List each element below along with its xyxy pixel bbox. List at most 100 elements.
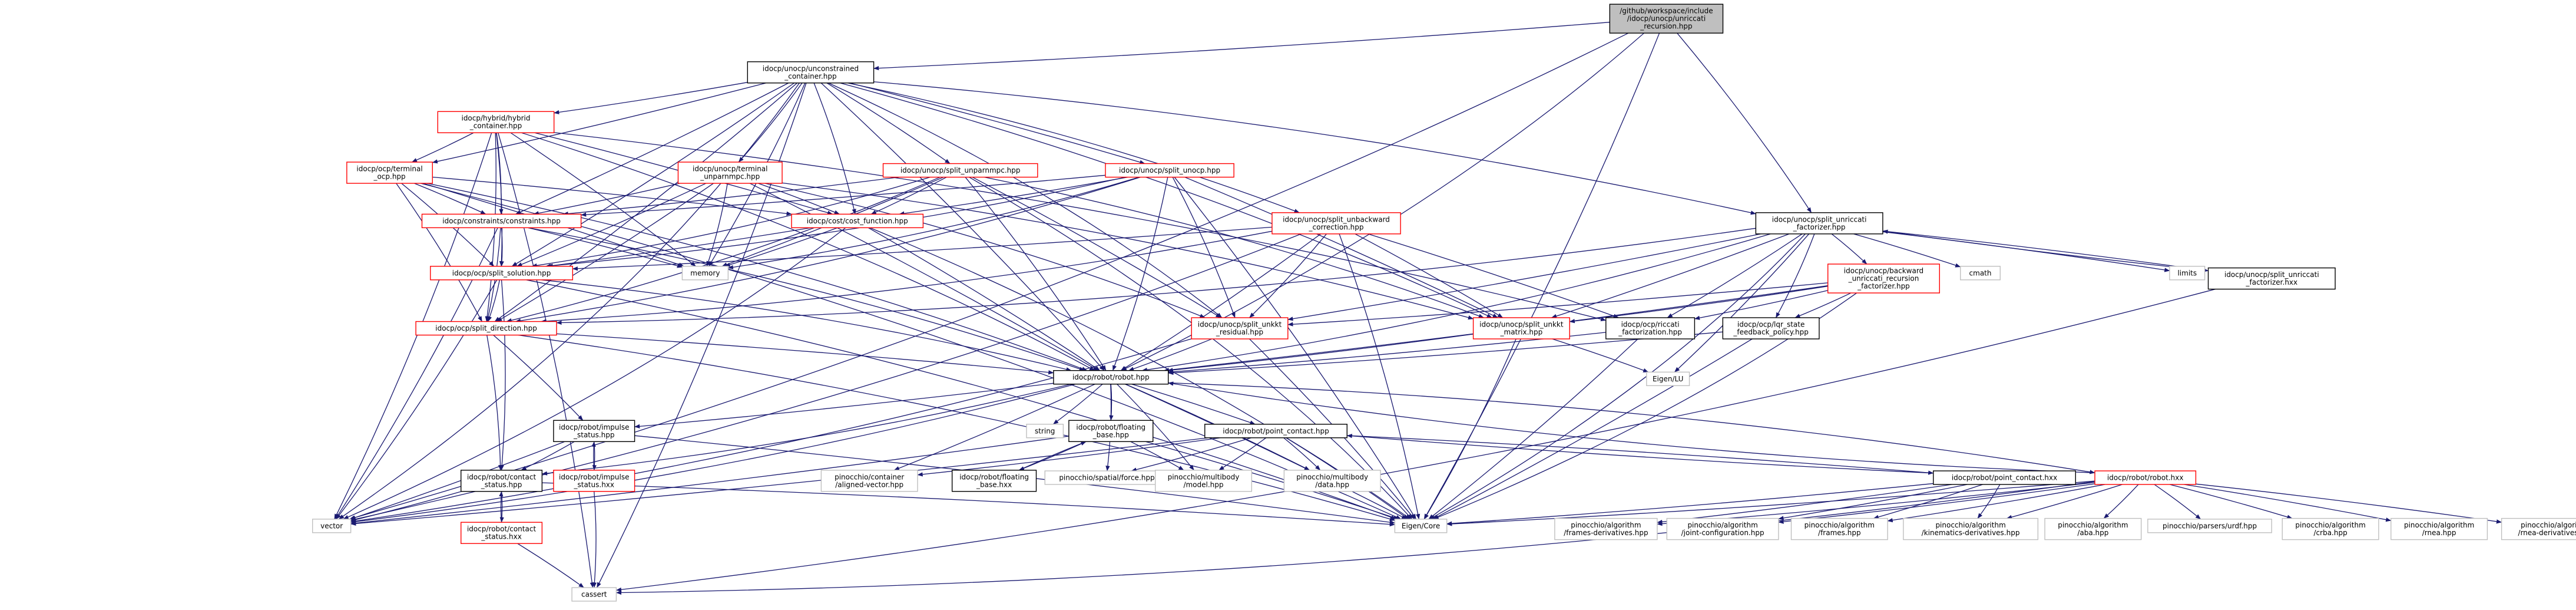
file-node[interactable]: idocp/ocp/terminal_ocp.hpp: [346, 161, 433, 184]
file-node: pinocchio/algorithm/rnea.hpp: [2390, 517, 2488, 540]
node-box: [1605, 317, 1696, 339]
node-label-line: pinocchio/multibody: [1168, 473, 1240, 481]
include-edge: [496, 133, 504, 215]
file-node[interactable]: idocp/robot/robot.hxx: [2094, 470, 2197, 485]
node-label-line: Eigen/LU: [1653, 375, 1683, 383]
include-edge: [432, 83, 767, 164]
file-node[interactable]: idocp/unocp/split_unriccati_factorizer.h…: [1755, 212, 1883, 235]
include-edge: [1141, 233, 1771, 372]
file-node[interactable]: idocp/ocp/lqr_state_feedback_policy.hpp: [1722, 317, 1820, 339]
include-edge: [542, 482, 1395, 527]
node-box: [312, 519, 352, 533]
node-box: [461, 522, 543, 544]
file-node[interactable]: idocp/robot/impulse_status.hpp: [553, 420, 635, 442]
file-node[interactable]: idocp/unocp/split_unbackward_correction.…: [1272, 212, 1401, 235]
include-edge: [528, 227, 683, 268]
include-edge: [1977, 484, 2001, 519]
file-node[interactable]: /github/workspace/include/idocp/unocp/un…: [1609, 4, 1724, 34]
include-edge: [764, 183, 1206, 318]
file-node[interactable]: idocp/unocp/terminal_unparnmpc.hpp: [677, 161, 783, 184]
include-edge: [1423, 338, 1517, 520]
include-edge: [738, 83, 803, 163]
include-edge: [1174, 177, 1416, 520]
file-nodes: /github/workspace/include/idocp/unocp/un…: [312, 4, 2576, 602]
include-edge: [554, 82, 748, 115]
file-node[interactable]: idocp/robot/floating_base.hxx: [951, 470, 1037, 492]
include-edge: [1145, 441, 1399, 520]
node-box: [1554, 517, 1658, 540]
file-node: pinocchio/algorithm/aba.hpp: [2044, 517, 2142, 540]
include-edge: [813, 83, 856, 215]
file-node[interactable]: idocp/unocp/split_unocp.hpp: [1105, 163, 1234, 178]
file-node: string: [1026, 424, 1064, 438]
include-edge: [493, 335, 584, 421]
node-box: [1394, 519, 1448, 533]
file-node[interactable]: idocp/ocp/riccati_factorization.hpp: [1605, 317, 1696, 339]
file-node[interactable]: idocp/cost/cost_function.hpp: [791, 213, 924, 229]
node-label-line: idocp/hybrid/hybrid: [461, 114, 530, 123]
node-box: [1053, 370, 1169, 385]
file-node[interactable]: idocp/ocp/split_solution.hpp: [430, 266, 574, 281]
file-node[interactable]: idocp/unocp/split_unriccati_factorizer.h…: [2207, 267, 2336, 290]
file-node[interactable]: idocp/unocp/unconstrained_container.hpp: [747, 61, 875, 84]
include-edge: [1775, 233, 1815, 318]
include-edge: [541, 230, 1273, 324]
file-node[interactable]: idocp/robot/contact_status.hxx: [461, 522, 543, 544]
file-node[interactable]: idocp/robot/robot.hpp: [1053, 370, 1169, 385]
include-edge: [1120, 233, 1322, 371]
include-edge: [494, 83, 798, 322]
include-edge: [917, 437, 1221, 477]
include-edge: [488, 279, 501, 322]
include-edge: [1128, 338, 1212, 371]
include-edge: [541, 384, 1071, 476]
file-node[interactable]: idocp/robot/floating_base.hpp: [1068, 420, 1154, 442]
include-edge: [1355, 233, 1504, 318]
file-node[interactable]: idocp/constraints/constraints.hpp: [421, 213, 582, 229]
node-label-line: /github/workspace/include: [1620, 7, 1713, 15]
node-label-line: _factorizer.hpp: [1857, 282, 1910, 291]
node-label-line: idocp/unocp/split_unriccati: [1772, 215, 1867, 223]
file-node[interactable]: idocp/unocp/split_unkkt_residual.hpp: [1191, 317, 1289, 339]
node-label-line: pinocchio/container: [835, 473, 904, 481]
include-edge: [526, 279, 1397, 520]
node-box: [1722, 317, 1820, 339]
file-node: pinocchio/algorithm/joint-configuration.…: [1666, 517, 1779, 540]
include-edge: [1551, 233, 1790, 318]
file-node[interactable]: idocp/unocp/split_unkkt_matrix.hpp: [1472, 317, 1570, 339]
file-node[interactable]: idocp/robot/point_contact.hxx: [1933, 470, 2076, 485]
node-box: [2501, 517, 2576, 540]
include-edge: [826, 83, 951, 164]
node-box: [677, 161, 783, 184]
include-edge: [615, 288, 2216, 592]
file-node[interactable]: idocp/unocp/split_unparnmpc.hpp: [882, 163, 1038, 178]
include-edge: [2184, 484, 2392, 522]
include-edge: [412, 132, 474, 163]
include-edge: [873, 22, 1610, 71]
node-label-line: _feedback_policy.hpp: [1733, 328, 1808, 337]
file-node[interactable]: idocp/ocp/split_direction.hpp: [415, 321, 557, 336]
node-label-line: cmath: [1969, 269, 1992, 277]
node-label-line: idocp/ocp/riccati: [1621, 321, 1680, 329]
file-node[interactable]: idocp/robot/impulse_status.hxx: [553, 470, 635, 492]
node-box: [1026, 424, 1064, 438]
include-edge: [581, 174, 1106, 217]
include-edge: [1168, 382, 2095, 474]
include-edge: [349, 32, 1629, 520]
node-label-line: _correction.hpp: [1309, 223, 1364, 231]
include-edge: [350, 384, 1076, 524]
node-label-line: /rnea-derivatives.hpp: [2518, 529, 2576, 537]
node-box: [1204, 424, 1347, 438]
node-label-line: /crba.hpp: [2314, 529, 2347, 537]
file-node[interactable]: idocp/hybrid/hybrid_container.hpp: [437, 111, 555, 133]
include-edge: [506, 176, 941, 322]
include-edge: [1184, 176, 1498, 318]
file-node[interactable]: idocp/unocp/backward_unriccati_recursion…: [1827, 263, 1940, 294]
node-label-line: idocp/robot/impulse: [559, 473, 629, 481]
file-node[interactable]: idocp/robot/point_contact.hpp: [1204, 424, 1347, 438]
include-edge: [749, 183, 1099, 371]
file-node[interactable]: idocp/robot/contact_status.hpp: [461, 470, 543, 492]
file-node: vector: [312, 519, 352, 533]
node-label-line: pinocchio/multibody: [1296, 473, 1368, 481]
node-label-line: pinocchio/algorithm: [2404, 521, 2474, 529]
